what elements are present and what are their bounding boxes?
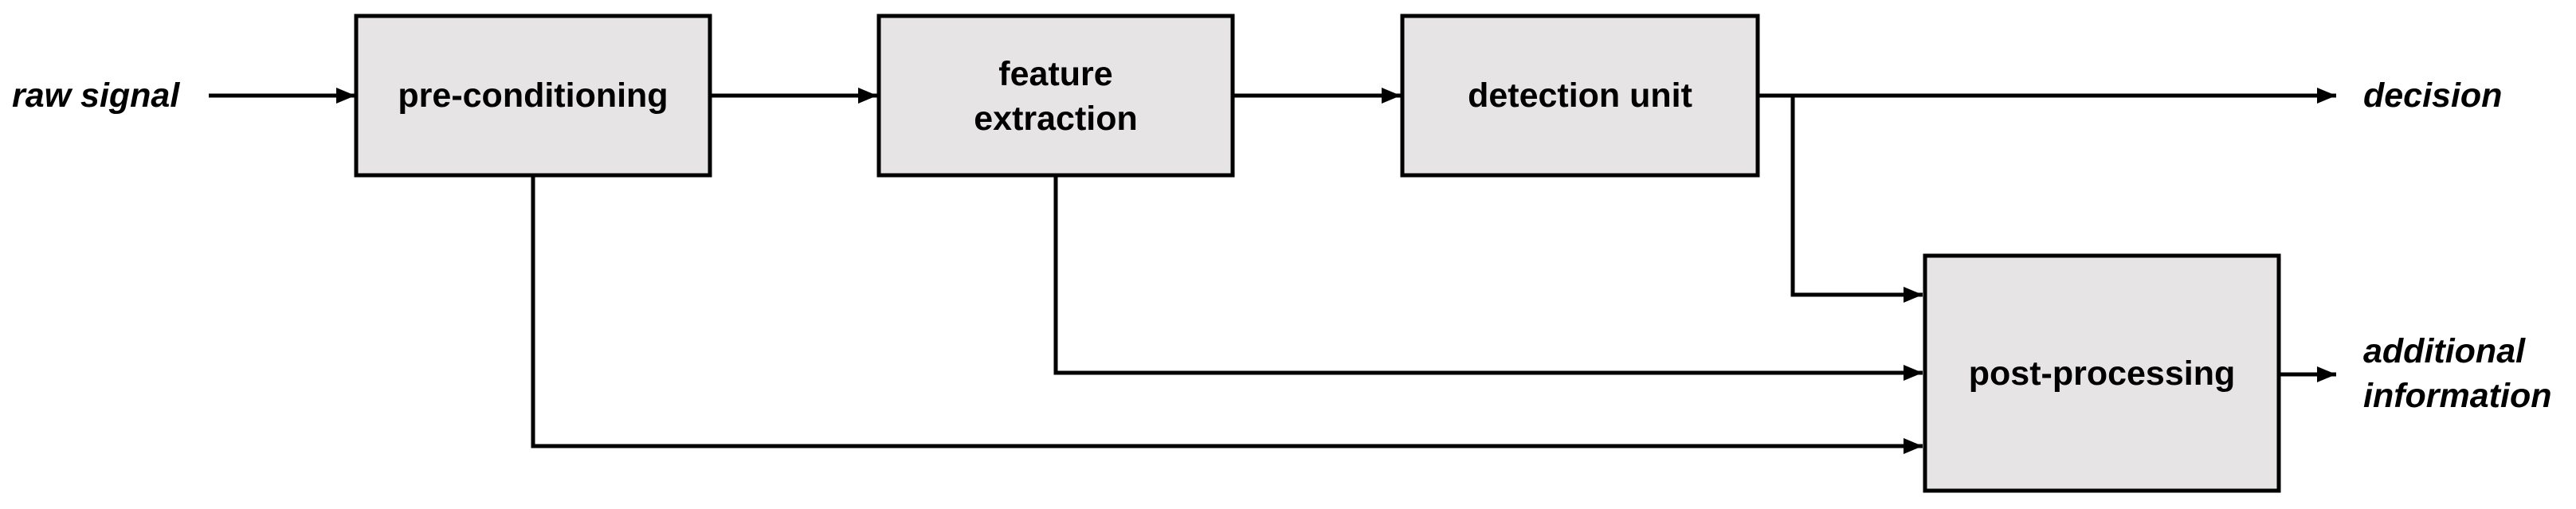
connections xyxy=(209,88,2336,454)
decision-label: decision xyxy=(2363,76,2502,115)
arrow-detection-unit-to-post-processing xyxy=(1790,96,1923,303)
additional-information-label-line-2: information xyxy=(2363,377,2551,415)
post-processing-label: post-processing xyxy=(1969,354,2236,393)
arrow-feature-extraction-to-post-processing xyxy=(1053,175,1923,381)
detection-unit-block: detection unit xyxy=(1400,14,1760,178)
feature-extraction-block: feature extraction xyxy=(876,14,1235,178)
additional-information-label-line-1: additional xyxy=(2363,332,2526,370)
pre-conditioning-block: pre-conditioning xyxy=(354,14,712,178)
feature-extraction-label-line-1: feature xyxy=(998,55,1112,93)
post-processing-block: post-processing xyxy=(1923,253,2281,493)
arrow-pre-conditioning-to-post-processing xyxy=(531,175,1923,454)
raw-signal-label: raw signal xyxy=(12,76,180,115)
pre-conditioning-label: pre-conditioning xyxy=(398,76,668,115)
feature-extraction-label-line-2: extraction xyxy=(974,100,1138,138)
detection-unit-label: detection unit xyxy=(1468,76,1692,115)
